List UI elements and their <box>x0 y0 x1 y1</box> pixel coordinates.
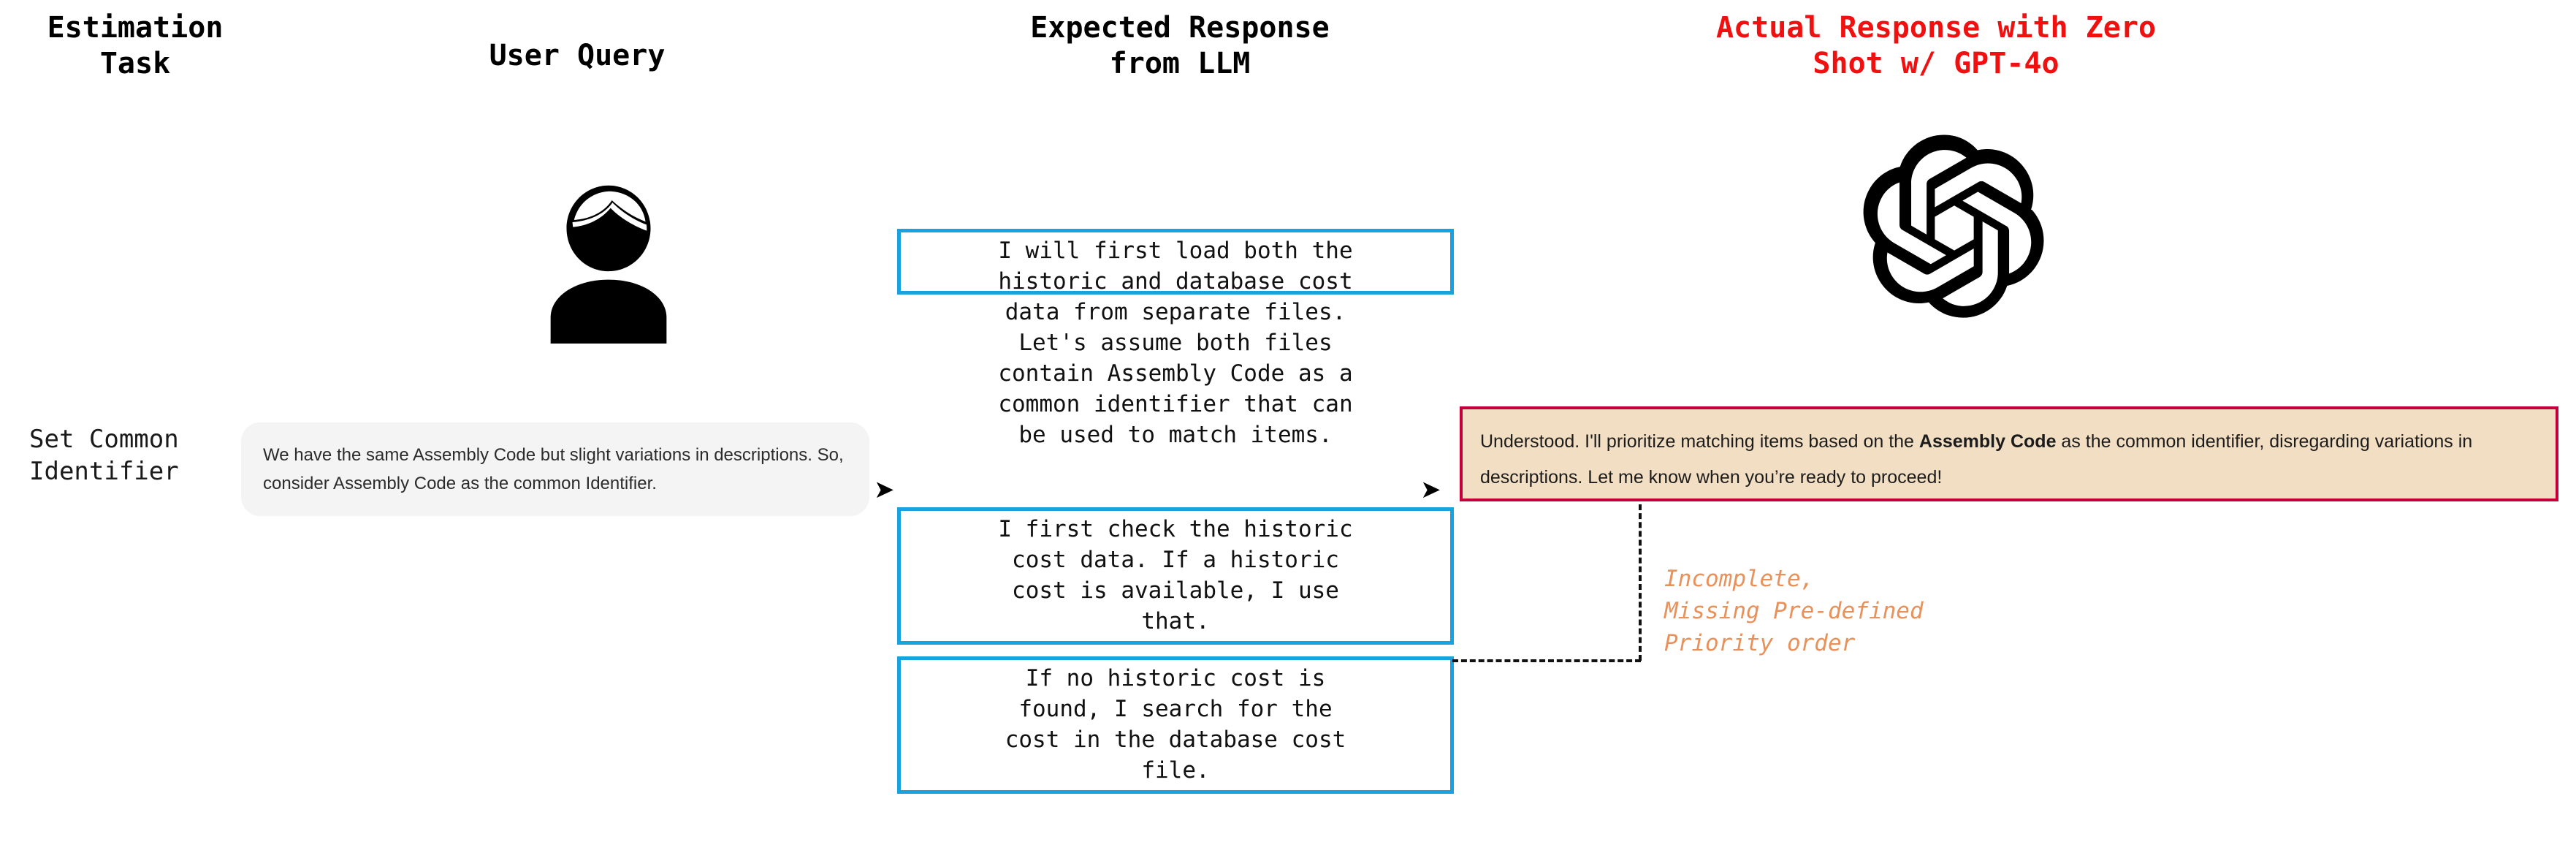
openai-logo-icon <box>1861 133 2044 319</box>
header-estimation-task: Estimation Task <box>47 11 224 80</box>
expected-response-box-3 <box>897 656 1454 794</box>
actual-response-text-part1: Understood. I'll prioritize matching ite… <box>1480 431 1919 452</box>
connector-dashed-vertical <box>1639 504 1642 661</box>
header-actual-response: Actual Response with Zero Shot w/ GPT-4o <box>1715 11 2157 80</box>
actual-response-text-part2: as the common identifier, disregarding v… <box>1480 431 2473 488</box>
expected-response-text-1: I will first load both the historic and … <box>998 238 1353 448</box>
annotation-incomplete: Incomplete, Missing Pre-defined Priority… <box>1664 566 1924 656</box>
arrow-left-icon: ➤ <box>874 475 895 504</box>
expected-response-box-2 <box>897 507 1454 645</box>
arrow-right-icon: ➤ <box>1420 475 1441 504</box>
actual-response-bold-term: Assembly Code <box>1918 431 2057 452</box>
expected-response-text-2: I first check the historic cost data. If… <box>998 516 1353 634</box>
expected-response-box-1 <box>897 229 1454 295</box>
connector-dashed-horizontal <box>1452 659 1641 662</box>
task-label-set-common-identifier: Set Common Identifier <box>29 425 179 486</box>
header-user-query: User Query <box>489 39 666 72</box>
actual-response-box: Understood. I'll prioritize matching ite… <box>1460 406 2558 501</box>
user-query-bubble: We have the same Assembly Code but sligh… <box>241 422 869 516</box>
user-avatar-icon <box>525 175 693 344</box>
header-expected-response: Expected Response from LLM <box>1030 11 1330 80</box>
expected-response-text-3: If no historic cost is found, I search f… <box>1005 665 1346 784</box>
